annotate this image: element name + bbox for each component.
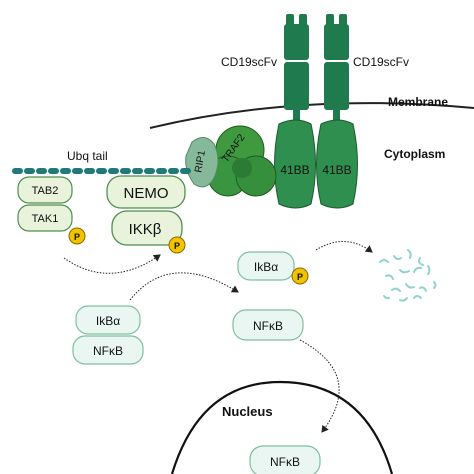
tab2-label: TAB2 — [32, 185, 59, 197]
nfkb-released-label: NFκB — [253, 319, 283, 333]
ubq-tail-label: Ubq tail — [67, 149, 108, 163]
rip1-label: RIP1 — [193, 149, 208, 173]
membrane-label: Membrane — [388, 95, 448, 109]
phospho-tak1: P — [68, 227, 86, 245]
tak1-label: TAK1 — [32, 213, 59, 225]
receptor-right-label: CD19scFv — [353, 55, 409, 69]
41bb-right-label: 41BB — [322, 163, 351, 177]
41bb-right: 41BB — [316, 119, 358, 209]
nfkb-complex-label: NFκB — [93, 344, 123, 358]
phospho-ikba-label: P — [297, 272, 303, 282]
41bb-left-label: 41BB — [280, 163, 309, 177]
phospho-ikba: P — [291, 267, 309, 285]
arrow-ikba-degradation — [315, 241, 373, 253]
41bb-left: 41BB — [274, 119, 316, 209]
ikkb: IKKβ — [111, 210, 183, 246]
cytoplasm-label: Cytoplasm — [384, 147, 445, 161]
nfkb-nuclear: NFκB — [249, 445, 321, 474]
ikba-degraded-fragments — [379, 249, 437, 302]
arrow-nfkb-to-nucleus — [299, 339, 340, 433]
traf2-complex: TRAF2 — [207, 125, 277, 197]
nemo: NEMO — [106, 175, 186, 209]
tab2: TAB2 — [17, 176, 73, 204]
tak1: TAK1 — [17, 204, 73, 232]
ikba-phosphorylated: IkBα — [237, 251, 295, 281]
ikba-phosphorylated-label: IkBα — [254, 260, 278, 274]
ikkb-label: IKKβ — [129, 221, 162, 238]
phospho-ikkb-label: P — [174, 241, 180, 251]
nucleus-label: Nucleus — [222, 404, 273, 419]
rip1: RIP1 — [185, 137, 219, 188]
ubq-tail — [12, 168, 191, 174]
phospho-tak1-label: P — [74, 232, 80, 242]
nemo-label: NEMO — [124, 185, 169, 202]
nucleus-membrane — [170, 380, 394, 474]
nfkb-released: NFκB — [232, 309, 304, 341]
arrow-tak1-to-ikkb — [63, 254, 161, 274]
receptor-right — [324, 14, 349, 128]
nfkb-complex: NFκB — [72, 335, 144, 365]
arrow-ikkb-to-release — [129, 272, 239, 301]
ikba-complex: IkBα — [75, 305, 141, 335]
nfkb-nuclear-label: NFκB — [270, 455, 300, 469]
receptor-left — [284, 14, 309, 128]
receptor-left-label: CD19scFv — [221, 55, 277, 69]
phospho-ikkb: P — [168, 236, 186, 254]
ikba-complex-label: IkBα — [96, 314, 120, 328]
